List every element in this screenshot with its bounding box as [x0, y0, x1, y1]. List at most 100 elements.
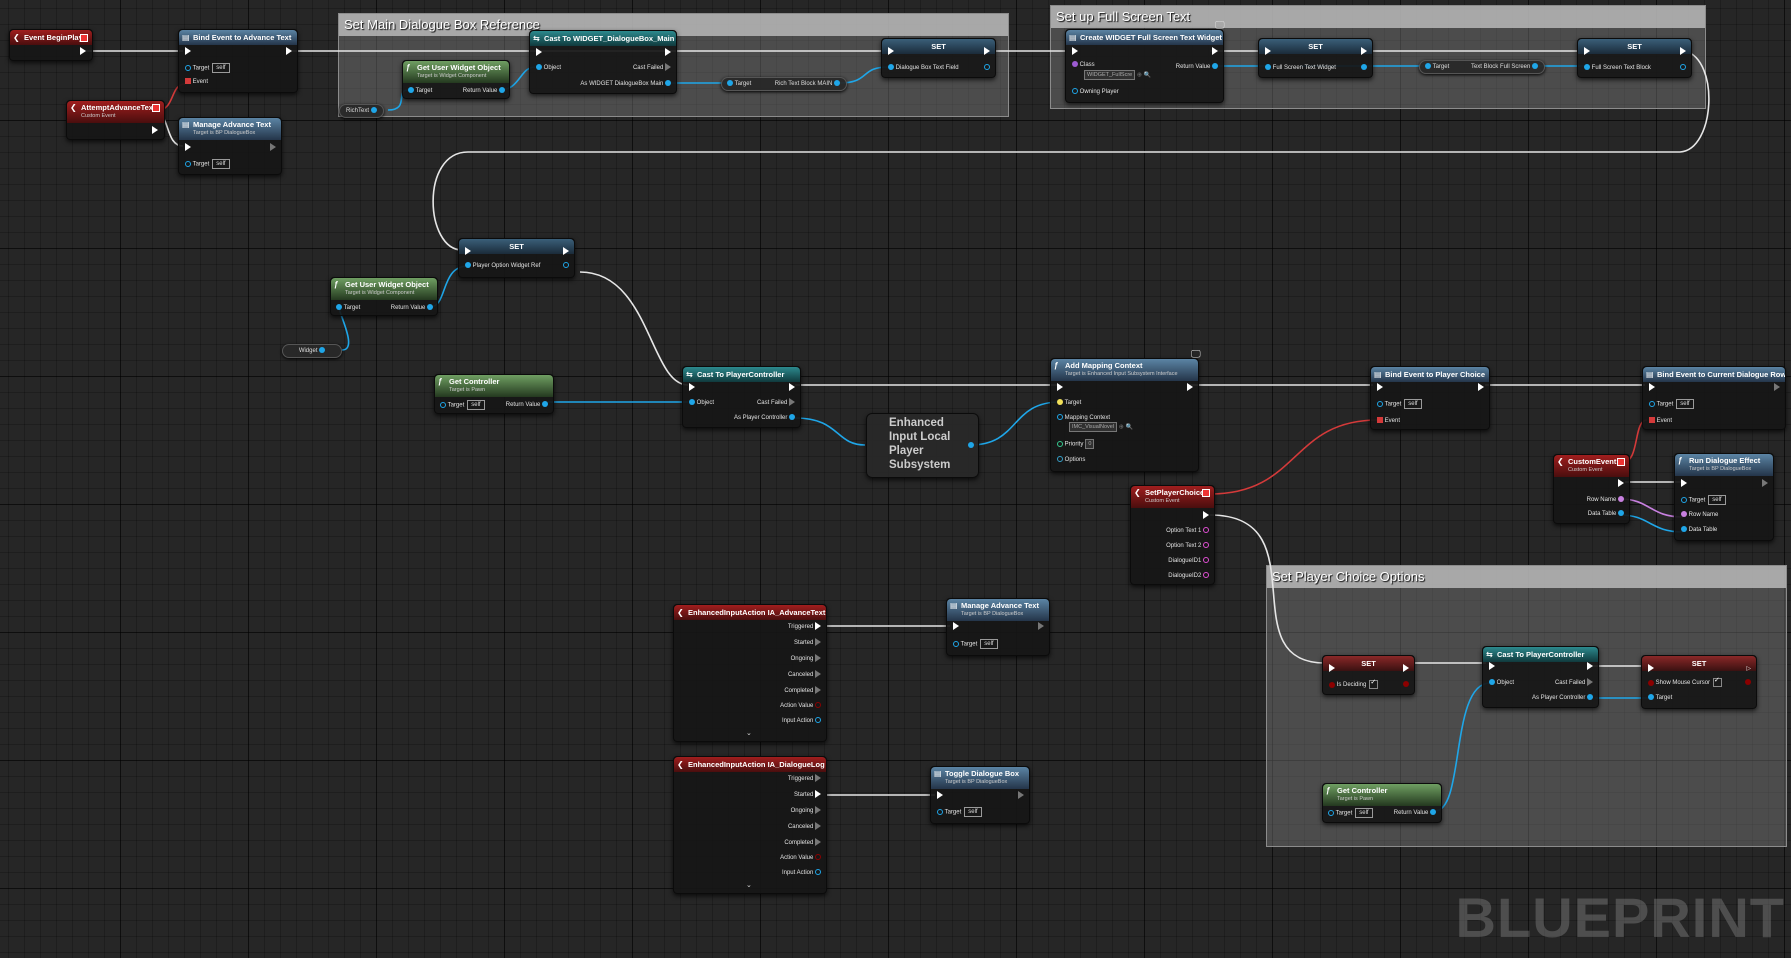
exec-out-pin[interactable] [1680, 47, 1686, 57]
exec-out-pin[interactable] [1038, 622, 1044, 632]
row-name-pin[interactable]: Row Name [1587, 495, 1624, 505]
option-text-2-pin[interactable]: Option Text 2 [1166, 541, 1209, 551]
return-value-pin[interactable]: Return Value [506, 400, 548, 410]
option-text-1-pin[interactable]: Option Text 1 [1166, 526, 1209, 536]
exec-in-pin[interactable] [1377, 383, 1383, 393]
completed-pin[interactable]: Completed [784, 686, 821, 696]
exec-out-pin[interactable] [1478, 383, 1484, 393]
cast-to-dialogue-box-node[interactable]: ⇆Cast To WIDGET_DialogueBox_Main Object … [529, 30, 677, 94]
exec-out-pin[interactable] [80, 47, 86, 57]
event-pin[interactable]: Event [1649, 416, 1672, 426]
is-deciding-pin[interactable]: Is Deciding [1329, 678, 1379, 690]
canceled-pin[interactable]: Canceled [788, 822, 821, 832]
exec-in-pin[interactable] [465, 247, 471, 257]
dialogue-id-2-pin[interactable]: DialogueID2 [1168, 571, 1209, 581]
exec-out-pin[interactable] [1018, 791, 1024, 801]
owning-player-pin[interactable]: Owning Player [1072, 87, 1119, 97]
show-mouse-cursor-checkbox[interactable] [1713, 676, 1723, 687]
triggered-pin[interactable]: Triggered [788, 774, 821, 784]
output-pin[interactable] [1745, 678, 1751, 688]
full-screen-text-widget-pin[interactable]: Full Screen Text Widget [1265, 63, 1336, 73]
set-dialogue-box-text-field-node[interactable]: SET Dialogue Box Text Field [881, 38, 996, 78]
output-pin[interactable] [984, 63, 990, 73]
class-pin[interactable]: Class [1072, 60, 1095, 70]
set-player-option-widget-ref-node[interactable]: SET Player Option Widget Ref [458, 238, 575, 278]
exec-out-pin[interactable] [984, 47, 990, 57]
self-field[interactable]: self [1404, 399, 1422, 409]
exec-in-pin[interactable] [689, 383, 695, 393]
row-name-pin[interactable]: Row Name [1681, 510, 1718, 520]
exec-out-pin[interactable] [1361, 47, 1367, 57]
exec-out-pin[interactable] [1618, 479, 1624, 489]
ongoing-pin[interactable]: Ongoing [791, 806, 821, 816]
return-value-pin[interactable]: Return Value [1176, 62, 1218, 72]
ia-advance-text-node[interactable]: ❮EnhancedInputAction IA_AdvanceText Trig… [673, 604, 827, 742]
show-mouse-cursor-pin[interactable]: Show Mouse Cursor [1648, 676, 1723, 688]
exec-in-pin[interactable] [1584, 47, 1590, 57]
rich-text-variable[interactable]: RichText [339, 104, 384, 118]
ongoing-pin[interactable]: Ongoing [791, 654, 821, 664]
bind-event-current-dialogue-row-node[interactable]: ▤Bind Event to Current Dialogue Row Targ… [1642, 366, 1786, 430]
as-player-controller-pin[interactable]: As Player Controller [734, 413, 795, 423]
event-begin-play-node[interactable]: ❮Event BeginPlay [9, 29, 93, 61]
exec-in-pin[interactable] [1648, 664, 1654, 674]
output-pin[interactable] [1403, 680, 1409, 690]
ia-dialogue-log-node[interactable]: ❮EnhancedInputAction IA_DialogueLog Trig… [673, 756, 827, 894]
exec-out-pin[interactable] [665, 48, 671, 58]
exec-out-pin[interactable] [1762, 479, 1768, 489]
completed-pin[interactable]: Completed [784, 838, 821, 848]
priority-input[interactable]: 0 [1085, 439, 1095, 449]
triggered-pin[interactable]: Triggered [788, 622, 821, 632]
exec-in-pin[interactable] [1649, 383, 1655, 393]
exec-in-pin[interactable] [1329, 664, 1335, 674]
object-pin[interactable]: Object [1489, 678, 1514, 688]
exec-out-pin[interactable] [1774, 383, 1780, 393]
cast-failed-pin[interactable]: Cast Failed [633, 63, 671, 73]
class-select[interactable]: WIDGET_FullScre [1084, 70, 1136, 80]
output-pin[interactable] [1361, 63, 1367, 73]
is-deciding-checkbox[interactable] [1369, 678, 1379, 689]
data-table-pin[interactable]: Data Table [1681, 525, 1717, 535]
self-field[interactable]: self [964, 807, 982, 817]
output-pin[interactable] [968, 441, 974, 451]
exec-in-pin[interactable] [1681, 479, 1687, 489]
player-option-widget-ref-pin[interactable]: Player Option Widget Ref [465, 261, 540, 271]
exec-out-pin[interactable] [1587, 662, 1593, 672]
started-pin[interactable]: Started [794, 638, 821, 648]
action-value-pin[interactable]: Action Value [780, 701, 821, 711]
exec-in-pin[interactable] [185, 143, 191, 153]
self-field[interactable]: self [212, 159, 230, 169]
enhanced-input-subsystem-node[interactable]: Enhanced Input Local Player Subsystem [866, 413, 979, 478]
self-field[interactable]: self [212, 63, 230, 73]
exec-in-pin[interactable] [1265, 47, 1271, 57]
exec-out-pin[interactable] [563, 247, 569, 257]
set-full-screen-text-block-node[interactable]: SET Full Screen Text Block [1577, 38, 1692, 78]
exec-out-pin[interactable] [1203, 511, 1209, 521]
chevron-down-icon[interactable]: ⌄ [746, 882, 752, 889]
self-field[interactable]: self [980, 639, 998, 649]
self-field[interactable]: self [1708, 495, 1726, 505]
target-pin[interactable]: Target [1057, 398, 1081, 408]
input-action-pin[interactable]: Input Action [782, 868, 821, 878]
exec-in-pin[interactable] [536, 48, 542, 58]
data-table-pin[interactable]: Data Table [1588, 509, 1624, 519]
object-pin[interactable]: Object [689, 398, 714, 408]
exec-out-pin[interactable] [270, 143, 276, 153]
